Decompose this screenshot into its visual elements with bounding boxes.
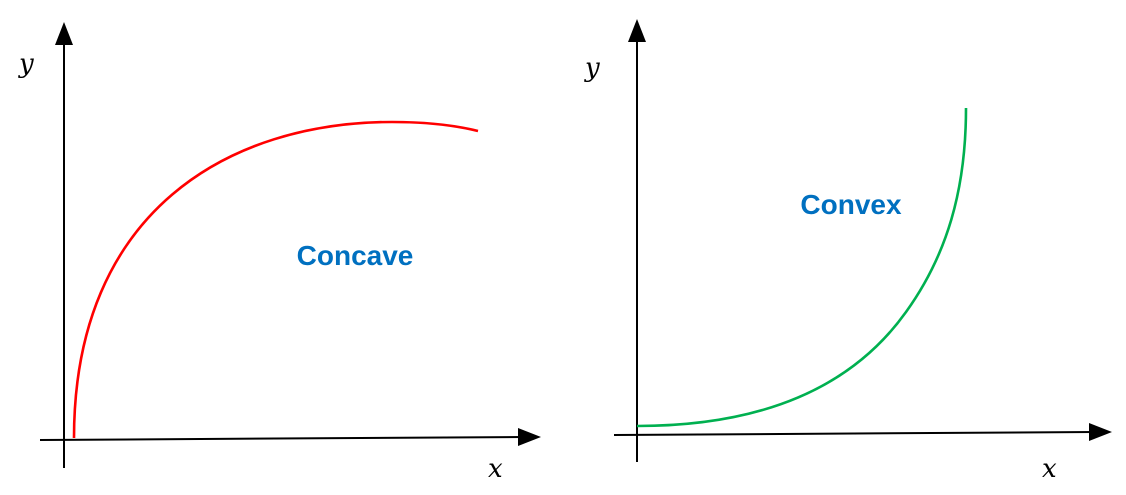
concave-y-axis-label: y: [18, 49, 34, 79]
convex-x-axis: [613, 431, 1096, 436]
convex-x-axis-label: x: [1042, 454, 1057, 484]
concave-x-axis-arrowhead: [518, 428, 541, 446]
concave-x-axis-label: x: [488, 454, 503, 484]
concave-x-axis: [39, 436, 525, 441]
concave-curve: [72, 120, 479, 439]
convex-x-axis-arrowhead: [1089, 423, 1112, 441]
concave-panel: Concave y x: [18, 22, 541, 484]
convex-y-axis-arrowhead: [628, 19, 646, 42]
convex-curve: [636, 107, 968, 428]
concave-label: Concave: [297, 240, 414, 271]
convex-y-axis-label: y: [584, 53, 600, 83]
convex-label: Convex: [800, 189, 902, 220]
convex-panel: Convex y x: [584, 19, 1112, 484]
concave-y-axis-arrowhead: [55, 22, 73, 45]
